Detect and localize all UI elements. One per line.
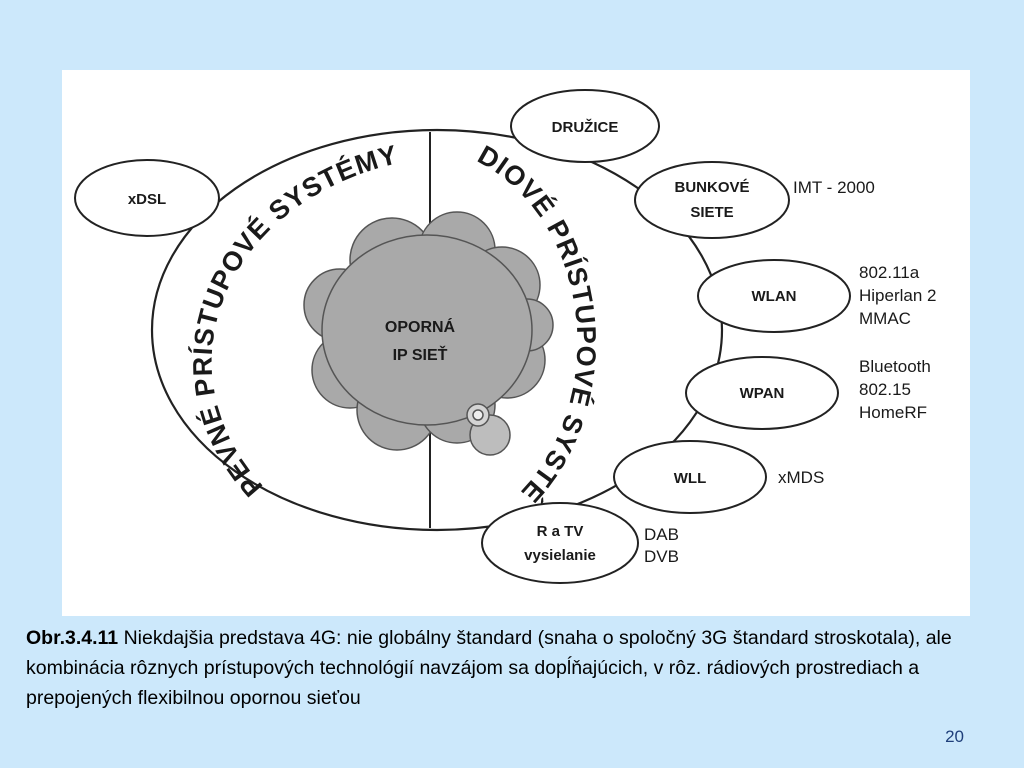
side-label-wll: xMDS <box>778 468 824 487</box>
core-label-line1: OPORNÁ <box>385 317 456 336</box>
side-label-wpan-3: HomeRF <box>859 403 927 422</box>
node-druzice-label: DRUŽICE <box>552 118 619 136</box>
node-wpan-label: WPAN <box>740 385 785 402</box>
side-label-wlan-1: 802.11a <box>859 263 920 282</box>
figure-caption: Obr.3.4.11 Niekdajšia predstava 4G: nie … <box>26 623 1001 713</box>
node-wlan-label: WLAN <box>752 288 797 305</box>
node-wlan <box>697 259 851 333</box>
side-label-ratv-1: DAB <box>644 525 679 544</box>
node-druzice <box>510 89 660 163</box>
caption-label: Obr.3.4.11 <box>26 627 119 649</box>
node-ratv-label-line2: vysielanie <box>524 547 596 564</box>
side-label-wpan-2: 802.15 <box>859 380 911 399</box>
cloud-bubbles <box>466 403 511 456</box>
node-ratv-label-line1: R a TV <box>537 523 584 540</box>
node-wll <box>613 440 767 514</box>
node-xdsl-label: xDSL <box>128 191 166 208</box>
caption-text: Niekdajšia predstava 4G: nie globálny št… <box>26 627 952 709</box>
core-label-line2: IP SIEŤ <box>393 345 448 364</box>
side-label-imt: IMT - 2000 <box>793 178 875 197</box>
core-cloud <box>303 211 554 451</box>
side-label-wpan-1: Bluetooth <box>859 357 931 376</box>
node-wpan <box>685 356 839 430</box>
node-r-a-tv <box>481 502 639 584</box>
side-label-ratv-2: DVB <box>644 547 679 566</box>
node-xdsl <box>74 159 220 237</box>
node-wll-label: WLL <box>674 470 706 487</box>
node-bunkove-label-line2: SIETE <box>690 204 733 221</box>
node-bunkove-label-line1: BUNKOVÉ <box>674 179 749 196</box>
access-systems-diagram: OPORNÁ IP SIEŤ PEVNÉ PRÍSTUPOVÉ SYSTÉMY … <box>62 70 937 584</box>
node-bunkove-siete <box>634 161 790 239</box>
side-label-wlan-2: Hiperlan 2 <box>859 286 937 305</box>
diagram-figure: OPORNÁ IP SIEŤ PEVNÉ PRÍSTUPOVÉ SYSTÉMY … <box>62 70 970 616</box>
page-number: 20 <box>945 727 964 746</box>
side-label-wlan-3: MMAC <box>859 309 911 328</box>
